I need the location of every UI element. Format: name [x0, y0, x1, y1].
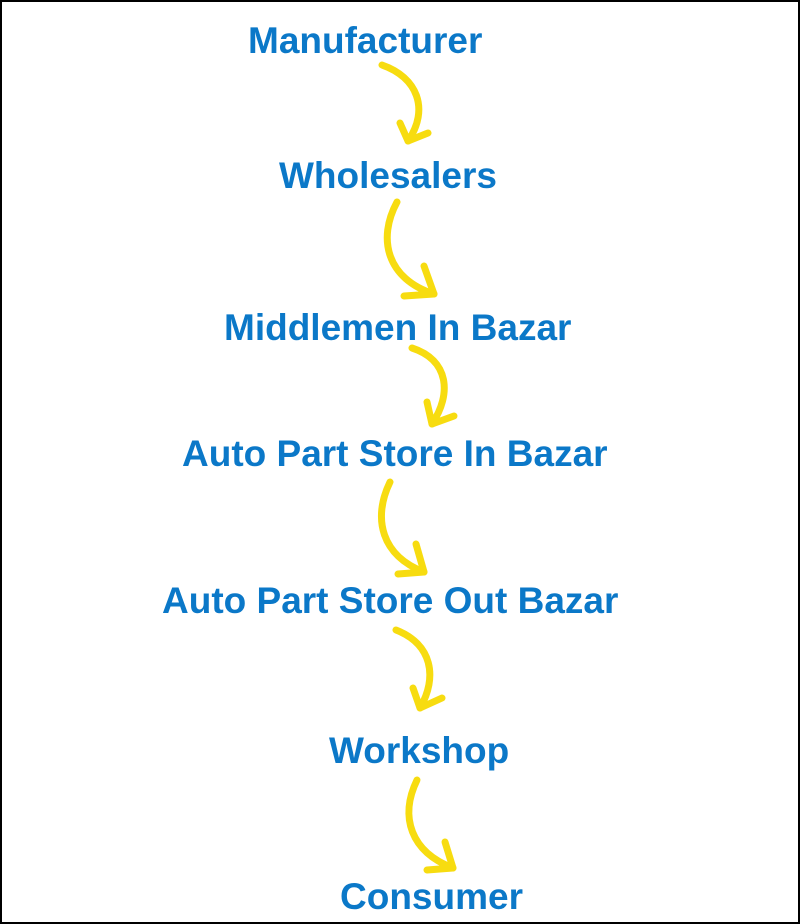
curved-arrow-icon [392, 626, 446, 712]
step-auto-part-store-out-bazar: Auto Part Store Out Bazar [162, 580, 619, 621]
curved-arrow-icon [377, 478, 428, 578]
curved-arrow-icon [408, 344, 458, 428]
curved-arrow-icon [405, 776, 457, 874]
step-auto-part-store-in-bazar: Auto Part Store In Bazar [182, 433, 608, 474]
step-consumer: Consumer [340, 876, 523, 917]
curved-arrow-icon [378, 61, 432, 145]
step-workshop: Workshop [329, 730, 510, 771]
step-manufacturer: Manufacturer [248, 20, 483, 61]
step-middlemen-in-bazar: Middlemen In Bazar [224, 307, 572, 348]
curved-arrow-icon [383, 198, 438, 300]
step-wholesalers: Wholesalers [279, 155, 497, 196]
